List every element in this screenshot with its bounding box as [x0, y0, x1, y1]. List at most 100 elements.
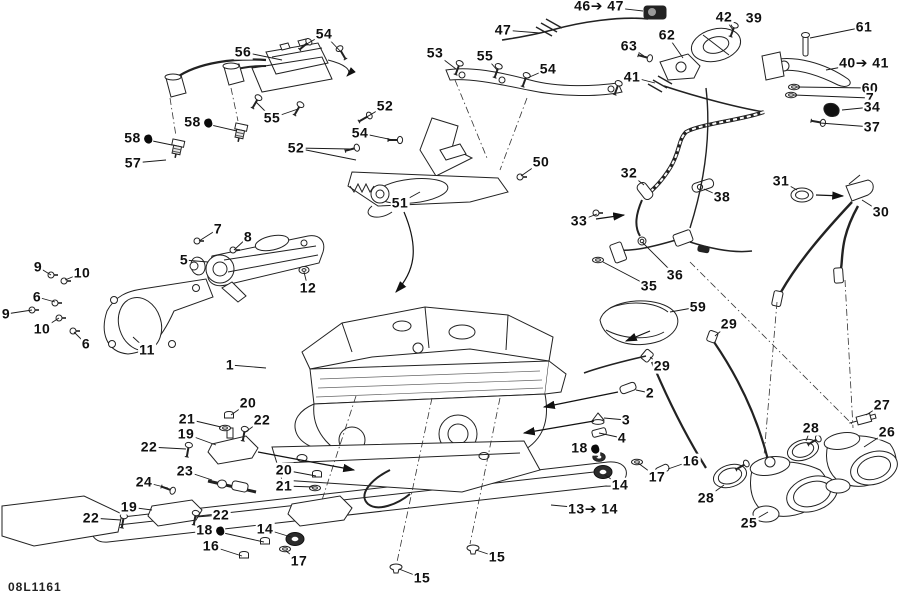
small-hardware	[28, 20, 828, 574]
part-number: 12	[299, 279, 317, 296]
throttle-group	[501, 5, 851, 117]
part-label-19-65: 19	[176, 425, 196, 442]
part-label-56-0: 56	[233, 43, 253, 60]
applied-part-bullet-icon	[142, 133, 153, 145]
part-label-16-56: 16	[681, 453, 701, 469]
part-label-20-62: 20	[238, 394, 258, 411]
part-number: 9	[33, 258, 43, 275]
bracket-53	[445, 68, 623, 96]
part-label-52-22: 52	[286, 140, 306, 156]
part-label-2-49: 2	[644, 385, 656, 401]
part-label-59-46: 59	[688, 299, 708, 315]
part-34	[823, 103, 840, 117]
part-label-32-27: 32	[619, 165, 639, 181]
part-label-7-32: 7	[212, 220, 224, 237]
part-label-7-15: 7	[864, 90, 876, 106]
part-number: 28	[697, 489, 715, 506]
part-number: 63	[620, 37, 638, 54]
silencer-59	[599, 300, 679, 346]
part-label-55-18: 55	[262, 109, 282, 126]
part-label-14-58: 14	[610, 476, 630, 493]
part-number: 58	[184, 113, 201, 130]
part-number: 58	[124, 129, 141, 146]
part-number: 3	[621, 411, 631, 428]
part-label-42-7: 42	[714, 9, 734, 25]
applied-part-bullet-icon	[202, 117, 213, 129]
part-label-29-47: 29	[719, 316, 739, 332]
part-number: 4	[617, 429, 627, 446]
part-number: 56	[234, 43, 252, 60]
part-label-21-73: 21	[274, 478, 294, 494]
part-number: 17	[290, 552, 308, 569]
part-label-63-11: 63	[619, 37, 639, 54]
part-label-40-41-12: 40➔ 41	[838, 55, 890, 71]
part-label-9-35: 9	[32, 258, 44, 275]
applied-part-bullet-icon	[214, 525, 225, 537]
part-number: 16	[202, 537, 220, 554]
part-number: 39	[745, 9, 763, 26]
part-label-47-5: 47	[493, 21, 513, 38]
part-label-51-26: 51	[390, 194, 410, 211]
part-number: 14	[611, 476, 629, 493]
part-label-54-1: 54	[314, 26, 334, 42]
part-number: 22	[140, 438, 158, 455]
part-label-9-38: 9	[0, 305, 12, 322]
part-number: 41	[623, 68, 641, 85]
part-number: 53	[426, 44, 444, 61]
part-label-3-50: 3	[620, 411, 632, 428]
part-label-18-74: 18	[195, 522, 225, 538]
part-number: 6	[32, 288, 42, 305]
cable-harness-group	[635, 85, 765, 237]
part-number: 62	[658, 26, 676, 43]
part-number: 29	[653, 357, 671, 374]
part-number: 10	[73, 264, 91, 281]
part-number: 36	[666, 266, 684, 283]
part-label-22-71: 22	[211, 507, 231, 523]
part-number: 54	[539, 60, 557, 77]
cable-30-31-group	[771, 174, 874, 307]
part-number: 21	[178, 410, 196, 427]
starter-motor-5	[189, 234, 325, 303]
part-label-12-42: 12	[298, 279, 318, 296]
part-label-46-47-6: 46➔ 47	[573, 0, 625, 14]
part-label-53-2: 53	[425, 44, 445, 61]
part-label-24-68: 24	[134, 474, 154, 490]
part-label-54-21: 54	[350, 125, 370, 141]
part-label-55-3: 55	[475, 48, 495, 64]
part-label-17-77: 17	[289, 552, 309, 569]
part-number: 25	[740, 514, 758, 531]
cap-30	[845, 179, 874, 202]
part-label-28-54: 28	[801, 420, 821, 436]
part-label-20-72: 20	[274, 462, 294, 478]
part-number: 26	[878, 423, 896, 440]
part-number: 7	[213, 220, 223, 237]
part-label-34-16: 34	[862, 99, 882, 115]
part-label-23-67: 23	[175, 463, 195, 479]
part-label-36-44: 36	[665, 266, 685, 283]
part-number: 20	[239, 394, 257, 411]
part-number: 50	[532, 153, 550, 170]
part-label-15-78: 15	[487, 549, 507, 565]
part-number: 31	[772, 172, 790, 189]
part-number: 33	[570, 212, 588, 229]
part-label-58-19: 58	[183, 113, 213, 130]
part-label-29-48: 29	[652, 357, 672, 374]
part-label-19-69: 19	[119, 499, 139, 515]
part-number: 47	[494, 21, 512, 38]
part-label-33-29: 33	[569, 212, 589, 229]
diagram-code: 08L1161	[8, 580, 62, 594]
part-label-8-33: 8	[242, 229, 254, 245]
part-number: 5	[179, 251, 189, 268]
part-label-31-30: 31	[771, 172, 791, 189]
part-number: 27	[873, 396, 891, 413]
part-label-22-66: 22	[139, 438, 159, 455]
part-number: 51	[391, 194, 409, 211]
part-number: 55	[263, 109, 281, 126]
part-number: 30	[872, 203, 890, 220]
part-number: 13➔ 14	[568, 500, 618, 517]
part-number: 9	[1, 305, 11, 322]
part-number: 19	[177, 425, 195, 442]
leader-line	[229, 364, 267, 369]
part-label-14-75: 14	[255, 521, 275, 537]
